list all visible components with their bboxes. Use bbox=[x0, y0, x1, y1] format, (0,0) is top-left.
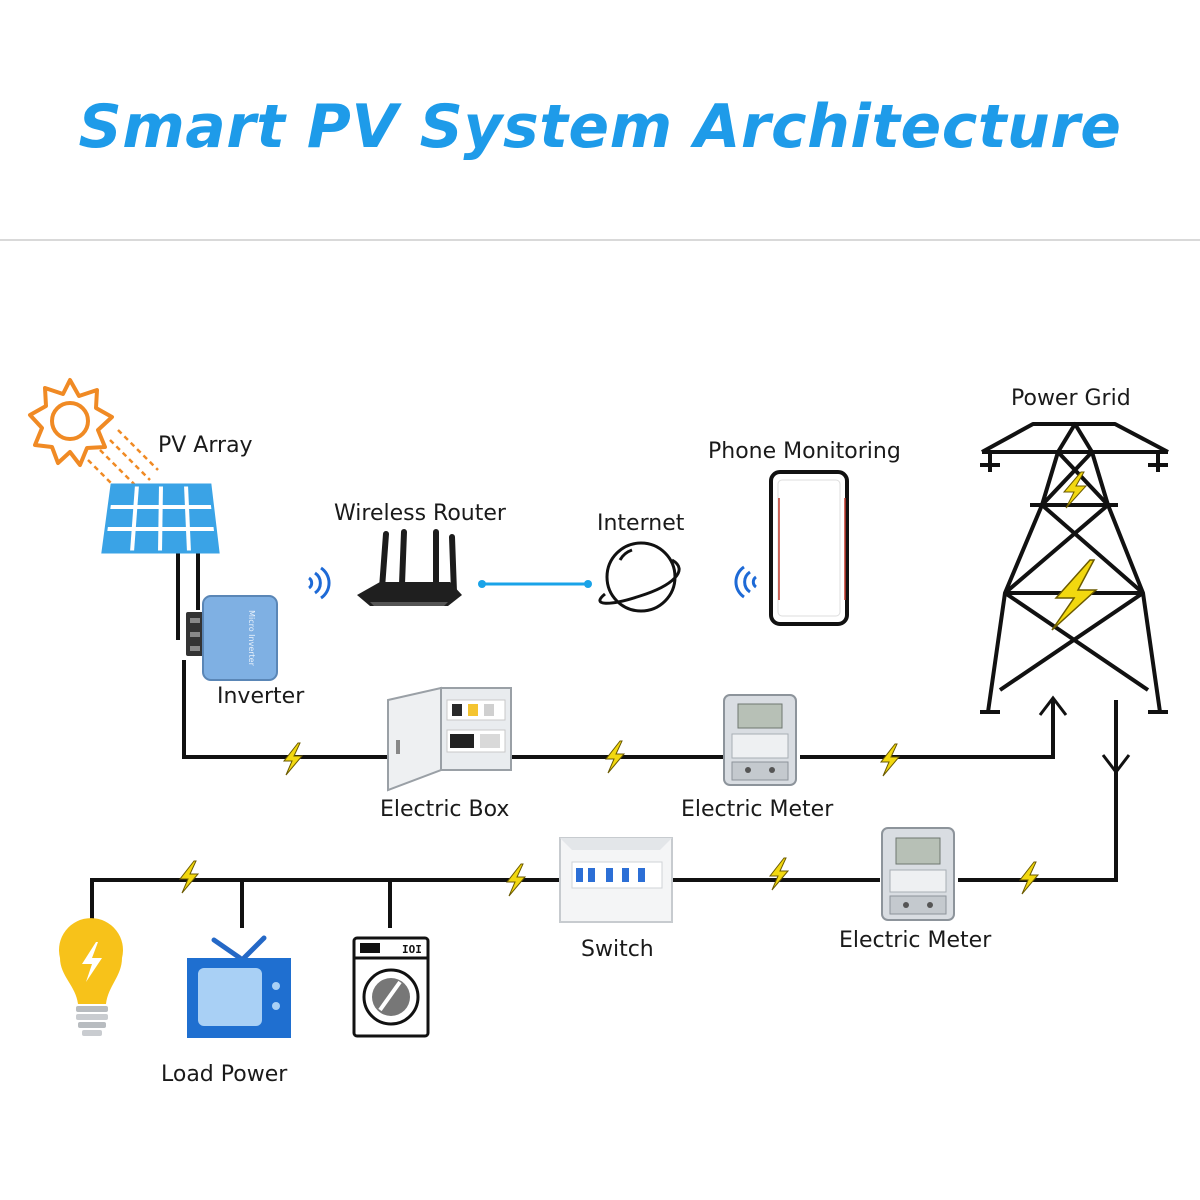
solar-panel-icon bbox=[101, 483, 220, 554]
lightning-bolt-icon bbox=[506, 863, 526, 897]
lightning-bolt-icon bbox=[1051, 559, 1098, 631]
line-meter-to-grid bbox=[800, 700, 1055, 759]
light-bulb-icon bbox=[59, 918, 123, 1036]
label-wireless-router: Wireless Router bbox=[334, 501, 506, 526]
label-inverter: Inverter bbox=[217, 684, 305, 709]
label-switch: Switch bbox=[581, 937, 654, 962]
label-phone-monitoring: Phone Monitoring bbox=[708, 439, 901, 464]
lightning-bolt-icon bbox=[880, 743, 900, 777]
globe-icon bbox=[598, 541, 681, 613]
svg-text:IOI: IOI bbox=[402, 943, 422, 956]
page-title: Smart PV System Architecture bbox=[78, 92, 1122, 162]
lightning-bolt-icon bbox=[605, 740, 625, 774]
header-divider bbox=[0, 239, 1200, 241]
lightning-bolt-icon bbox=[179, 860, 199, 894]
label-electric-meter-lower: Electric Meter bbox=[839, 928, 992, 953]
smartphone-icon bbox=[769, 470, 849, 626]
label-electric-meter-upper: Electric Meter bbox=[681, 797, 834, 822]
electric-meter-icon bbox=[881, 827, 955, 921]
lightning-bolt-icon bbox=[1019, 861, 1039, 895]
line-inverter-to-box bbox=[182, 660, 390, 759]
label-load-power: Load Power bbox=[161, 1062, 288, 1087]
arrow-down-icon bbox=[1101, 754, 1131, 775]
wifi-signal-icon bbox=[307, 566, 331, 600]
power-tower-icon bbox=[980, 422, 1169, 714]
router-icon bbox=[357, 529, 462, 606]
electric-box-icon bbox=[387, 686, 512, 792]
label-pv-array: PV Array bbox=[158, 433, 253, 458]
network-link bbox=[478, 580, 592, 588]
power-lines bbox=[90, 553, 1118, 928]
lightning-bolt-icon bbox=[1062, 471, 1088, 509]
wifi-signal-icon bbox=[734, 565, 758, 599]
electric-meter-icon bbox=[723, 694, 797, 786]
arrow-up-icon bbox=[1038, 695, 1068, 716]
lightning-bolt-icon bbox=[283, 742, 303, 776]
line-grid-to-meter2 bbox=[958, 700, 1118, 882]
switch-panel-icon bbox=[559, 837, 673, 923]
label-power-grid: Power Grid bbox=[1011, 386, 1131, 411]
sun-icon bbox=[28, 378, 159, 501]
washing-machine-icon: IOI bbox=[352, 936, 430, 1038]
tower-bolts bbox=[1051, 471, 1098, 631]
micro-inverter-icon: Micro Inverter bbox=[186, 595, 278, 681]
tv-icon bbox=[187, 935, 291, 1038]
label-electric-box: Electric Box bbox=[380, 797, 510, 822]
label-internet: Internet bbox=[597, 511, 685, 536]
inverter-device-text: Micro Inverter bbox=[247, 610, 256, 667]
lightning-bolt-icon bbox=[769, 857, 789, 891]
